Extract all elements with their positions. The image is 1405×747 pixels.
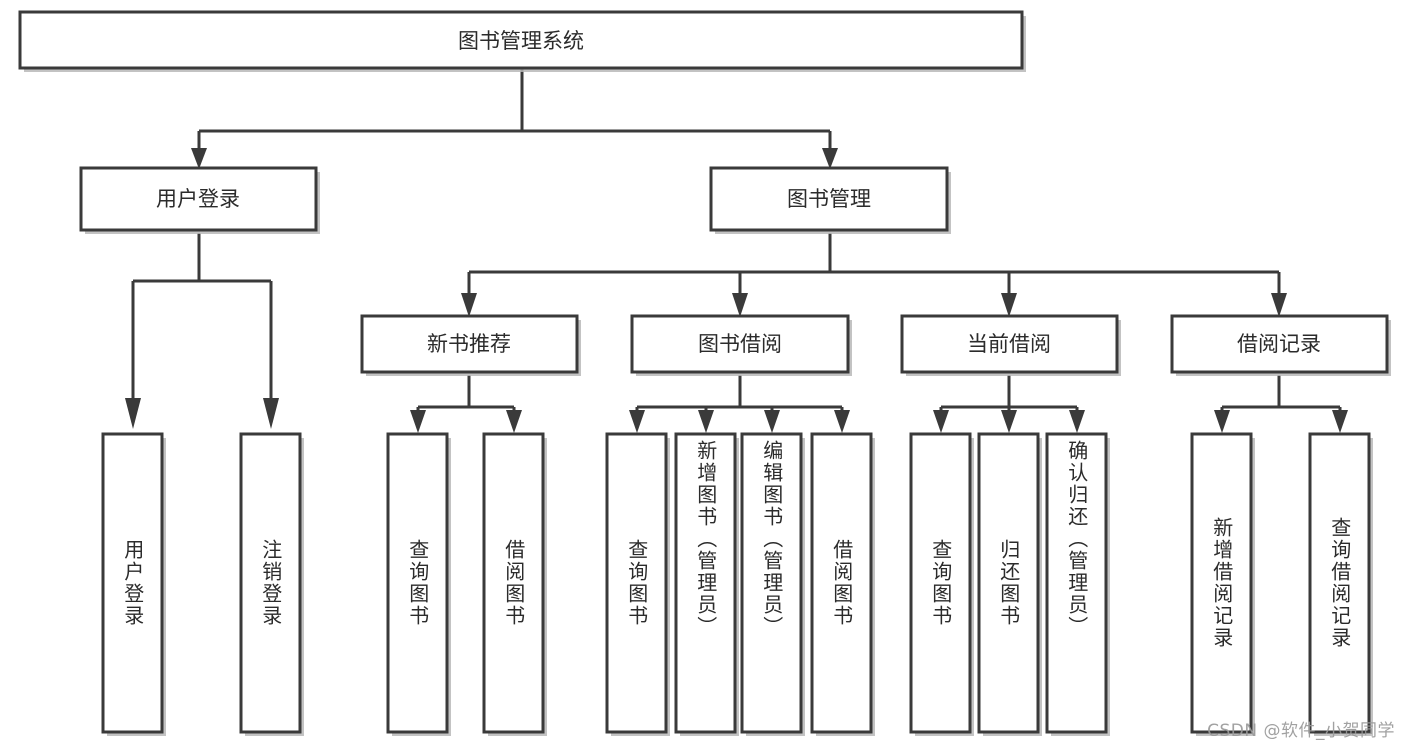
arrowhead-borrow-leaf-3	[764, 410, 780, 433]
arrowhead-current-leaf-1	[933, 410, 949, 433]
arrowhead-leaf-user-login	[125, 398, 141, 429]
node-leaf-borrow-add-book[interactable]	[674, 432, 737, 734]
node-leaf-recommend-borrow-book[interactable]	[482, 432, 545, 734]
node-current-borrow[interactable]	[900, 314, 1119, 374]
node-leaf-user-login[interactable]	[101, 432, 164, 734]
arrowhead-book-borrow	[732, 293, 748, 317]
node-book-borrow-label: 图书借阅	[698, 332, 782, 356]
arrowhead-record-leaf-2	[1332, 410, 1348, 433]
arrowhead-current-leaf-2	[1001, 410, 1017, 433]
node-borrow-record[interactable]	[1170, 314, 1389, 374]
node-new-book-recommend[interactable]	[360, 314, 579, 374]
node-book-borrow[interactable]	[630, 314, 850, 374]
arrowhead-current-leaf-3	[1069, 410, 1085, 433]
node-user-login-label: 用户登录	[156, 187, 240, 211]
arrowhead-recommend-leaf-1	[410, 410, 426, 433]
arrowhead-record-leaf-1	[1214, 410, 1230, 433]
node-leaf-borrow-query-book[interactable]	[605, 432, 668, 734]
arrowhead-borrow-leaf-4	[834, 410, 850, 433]
node-user-login[interactable]	[79, 166, 318, 232]
arrowhead-book-manage	[822, 148, 838, 169]
arrowhead-leaf-logout	[263, 398, 279, 429]
watermark-label: CSDN @软件_小贺同学	[1207, 721, 1395, 741]
arrowhead-user-login	[191, 148, 207, 169]
node-leaf-logout[interactable]	[239, 432, 302, 734]
node-leaf-current-confirm-return[interactable]	[1045, 432, 1108, 734]
node-new-book-recommend-label: 新书推荐	[427, 332, 511, 356]
node-borrow-record-label: 借阅记录	[1237, 332, 1321, 356]
arrowhead-borrow-leaf-1	[629, 410, 645, 433]
node-leaf-borrow-borrow-book[interactable]	[810, 432, 873, 734]
arrowhead-new-book-recommend	[461, 293, 477, 317]
node-leaf-current-return-book[interactable]	[977, 432, 1040, 734]
node-root-system-label: 图书管理系统	[458, 29, 584, 53]
arrowhead-recommend-leaf-2	[506, 410, 522, 433]
node-leaf-current-query-book[interactable]	[909, 432, 972, 734]
connector-layer	[125, 69, 1348, 433]
node-leaf-record-query[interactable]	[1308, 432, 1371, 734]
node-current-borrow-label: 当前借阅	[967, 332, 1051, 356]
node-book-manage-label: 图书管理	[787, 187, 871, 211]
node-leaf-record-add[interactable]	[1190, 432, 1253, 734]
node-root-system[interactable]	[18, 10, 1024, 70]
node-leaf-recommend-query-book[interactable]	[386, 432, 449, 734]
node-leaf-borrow-edit-book[interactable]	[740, 432, 803, 734]
node-layer: 图书管理系统 用户登录 图书管理 新书推荐 图书借阅 当前借阅 借阅记录	[18, 10, 1391, 736]
node-book-manage[interactable]	[709, 166, 949, 232]
arrowhead-current-borrow	[1001, 293, 1017, 317]
arrowhead-borrow-leaf-2	[698, 410, 714, 433]
arrowhead-borrow-record	[1271, 293, 1287, 317]
